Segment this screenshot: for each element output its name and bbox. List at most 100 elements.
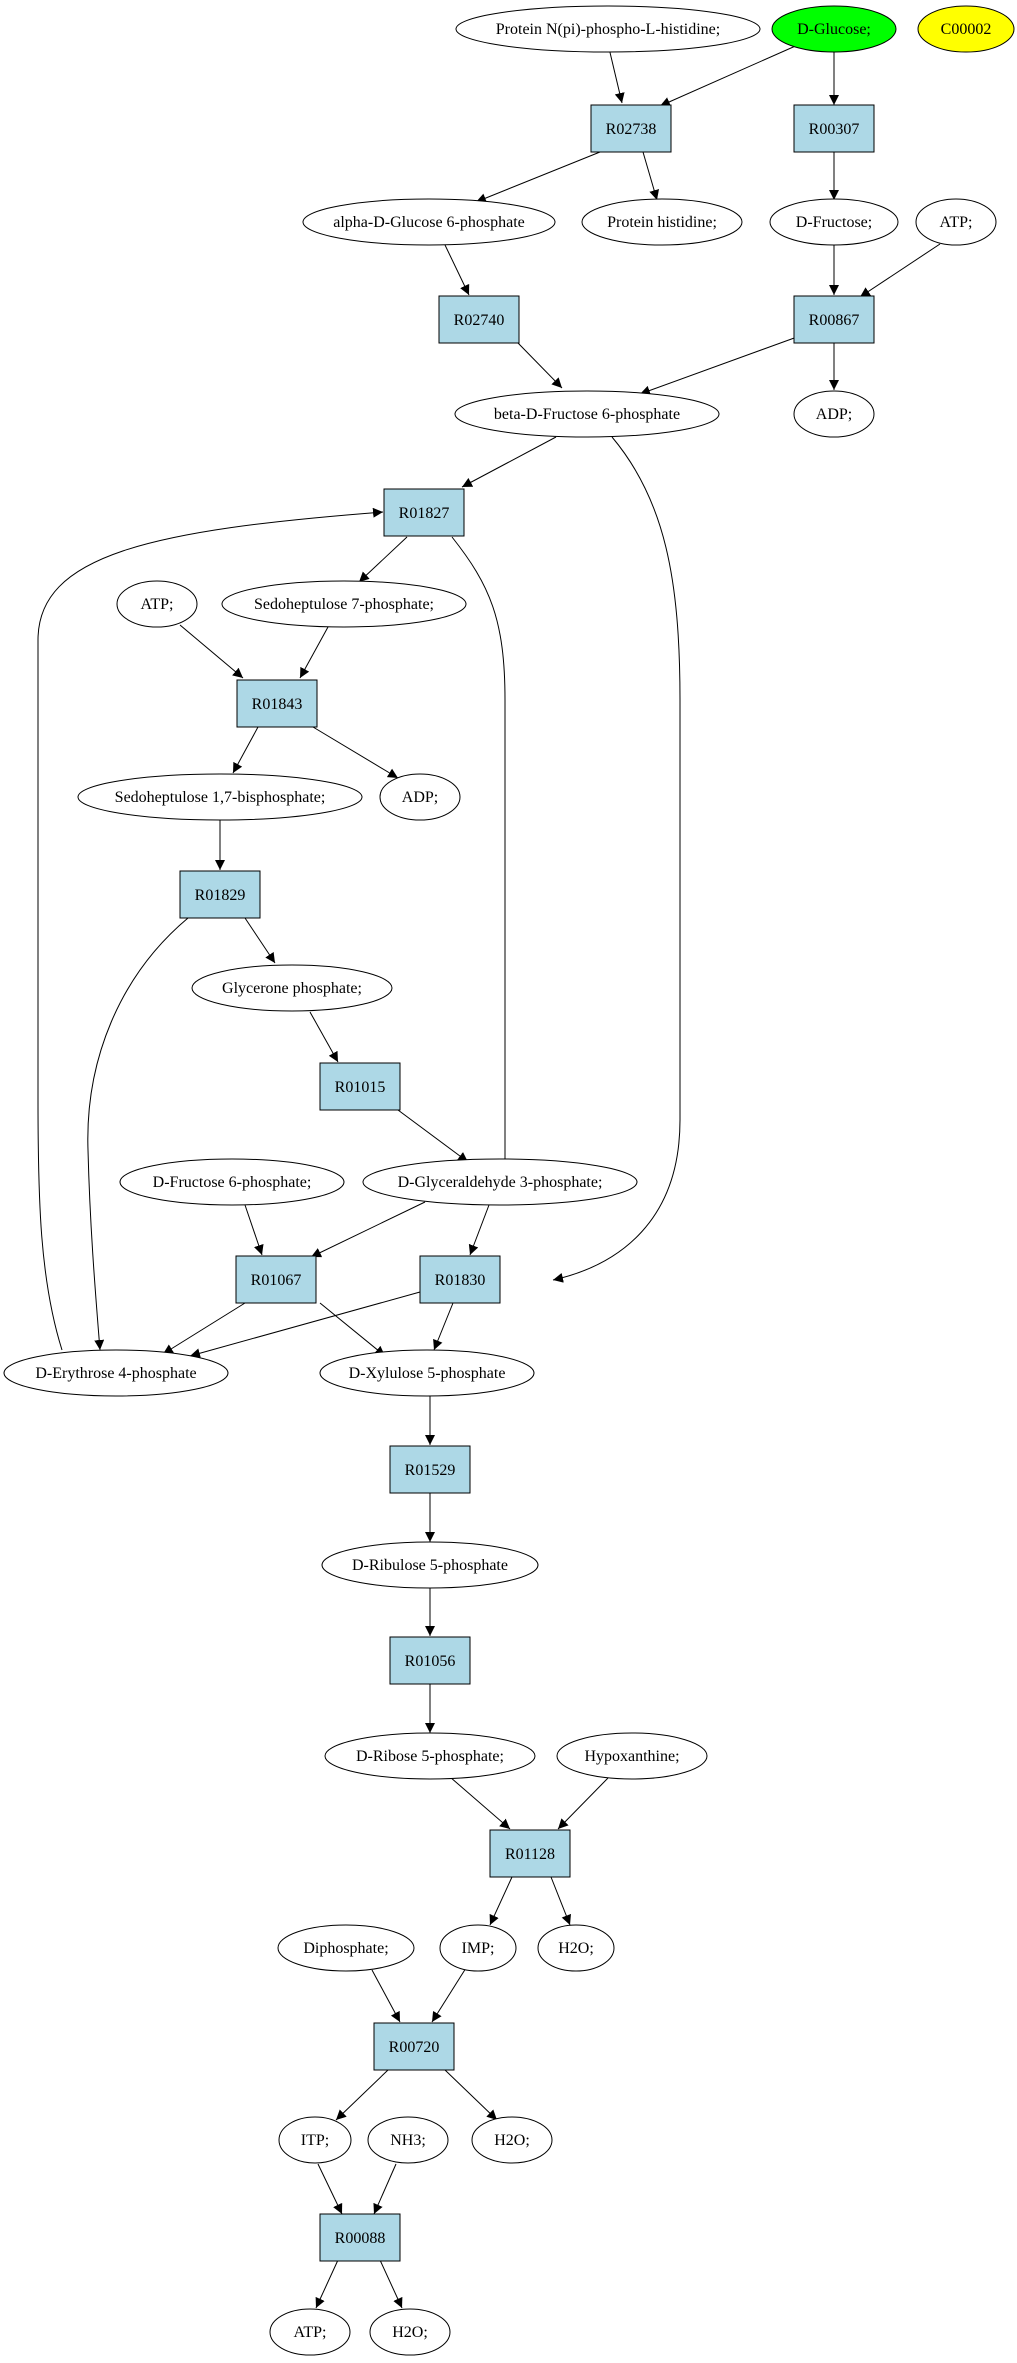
compound-d-fructose[interactable]: D-Fructose; [769,198,899,246]
reaction-label: R01843 [252,696,303,713]
compound-g3p[interactable]: D-Glyceraldehyde 3-phosphate; [362,1158,638,1206]
reaction-R01843[interactable]: R01843 [236,679,318,728]
edge-glycerone-to-R01015 [309,1011,339,1063]
reactions: R02738 R00307 R02740 R00867 R01827 R0184… [179,104,875,2262]
compound-imp[interactable]: IMP; [439,1924,517,1972]
compound-label: alpha-D-Glucose 6-phosphate [333,214,525,231]
reaction-label: R00088 [335,2230,386,2247]
edge-e4p-to-R01827 [37,507,384,1351]
compound-hypoxanthine[interactable]: Hypoxanthine; [556,1732,708,1780]
compound-sedo17bp[interactable]: Sedoheptulose 1,7-bisphosphate; [77,773,363,821]
edge-beta-f6p-to-R01830 [552,436,681,1283]
reaction-R02740[interactable]: R02740 [438,295,520,344]
edge-imp-to-R00720 [431,1967,467,2023]
edge-R01829-to-e4p [87,917,189,1351]
compound-label: ATP; [294,2324,327,2341]
compound-protein-npi[interactable]: Protein N(pi)-phospho-L-histidine; [455,5,761,53]
compound-label: H2O; [494,2132,530,2149]
compound-adp-mid[interactable]: ADP; [379,773,461,821]
reaction-R01067[interactable]: R01067 [235,1255,317,1304]
edge-hypoxanthine-to-R01128 [557,1777,609,1830]
compound-itp[interactable]: ITP; [278,2116,352,2164]
edge-d-f6p-to-R01067 [244,1204,264,1256]
compound-d-fructose-6-phosphate[interactable]: D-Fructose 6-phosphate; [119,1158,345,1206]
reaction-R01128[interactable]: R01128 [489,1829,571,1878]
reaction-R00088[interactable]: R00088 [319,2213,401,2262]
edge-R00720-to-itp [335,2069,389,2121]
reaction-R01529[interactable]: R01529 [389,1445,471,1494]
reaction-R00867[interactable]: R00867 [793,295,875,344]
edge-R01827-to-sedo7p [358,536,408,583]
reaction-label: R00867 [809,312,860,329]
compound-label: Hypoxanthine; [584,1748,679,1765]
compound-label: Sedoheptulose 1,7-bisphosphate; [115,789,326,806]
compound-beta-f6p[interactable]: beta-D-Fructose 6-phosphate [454,390,720,438]
edge-diphosphate-to-R00720 [371,1969,401,2023]
edge-R02740-to-beta-f6p [517,342,563,389]
compound-label: ADP; [402,789,438,806]
compound-ru5p[interactable]: D-Ribulose 5-phosphate [321,1541,539,1589]
reaction-R02738[interactable]: R02738 [590,104,672,153]
reaction-R00307[interactable]: R00307 [793,104,875,153]
edge-R01830-to-e4p [189,1291,421,1359]
compound-atp-mid[interactable]: ATP; [116,580,198,628]
compound-alpha-g6p[interactable]: alpha-D-Glucose 6-phosphate [302,198,556,246]
reaction-R01056[interactable]: R01056 [389,1636,471,1685]
compound-label: D-Fructose 6-phosphate; [153,1174,312,1191]
reaction-label: R01067 [251,1272,302,1289]
edge-R01827-to-g3p [451,536,510,1175]
compound-atp-top[interactable]: ATP; [915,198,997,246]
reaction-R01830[interactable]: R01830 [419,1255,501,1304]
compound-label: H2O; [392,2324,428,2341]
reaction-label: R00720 [389,2039,440,2056]
edge-sedo7p-to-R01843 [299,626,329,679]
edge-R01067-to-xu5p [319,1302,386,1357]
edge-g3p-to-R01067 [310,1201,426,1258]
reaction-R01829[interactable]: R01829 [179,870,261,919]
edge-R00088-to-h2o-3 [379,2259,403,2309]
compound-label: D-Fructose; [796,214,872,231]
compound-label: ADP; [816,406,852,423]
edge-g3p-to-R01830 [468,1204,490,1256]
edge-R01015-to-g3p [397,1109,469,1163]
edge-R02738-to-alpha-g6p [475,151,601,203]
compound-label: D-Glucose; [797,21,871,38]
compound-label: Glycerone phosphate; [222,980,362,997]
compound-h2o-3[interactable]: H2O; [369,2308,451,2356]
reaction-label: R01830 [435,1272,486,1289]
compound-label: D-Xylulose 5-phosphate [349,1365,506,1382]
edge-R01829-to-glycerone [244,917,276,964]
compound-nh3[interactable]: NH3; [367,2116,449,2164]
edge-r5p-to-R01128 [449,1776,511,1830]
compound-label: D-Ribose 5-phosphate; [356,1748,504,1765]
compound-glycerone-phosphate[interactable]: Glycerone phosphate; [191,964,393,1012]
edge-alpha-g6p-to-R02740 [444,244,470,296]
compound-h2o-1[interactable]: H2O; [537,1924,615,1972]
compound-atp-bottom[interactable]: ATP; [269,2308,351,2356]
compound-label: D-Ribulose 5-phosphate [352,1557,508,1574]
compound-e4p[interactable]: D-Erythrose 4-phosphate [3,1349,229,1397]
compound-xu5p[interactable]: D-Xylulose 5-phosphate [319,1349,535,1397]
compound-d-glucose[interactable]: D-Glucose; [771,5,897,53]
edges [37,43,941,2309]
reaction-R01015[interactable]: R01015 [319,1062,401,1111]
compound-adp-top[interactable]: ADP; [793,390,875,438]
reaction-R01827[interactable]: R01827 [383,488,465,537]
edge-R01830-to-xu5p [433,1302,454,1351]
edge-beta-f6p-to-R01827 [461,436,557,488]
compound-c00002[interactable]: C00002 [917,5,1015,53]
edge-protein-npi-to-R02738 [607,43,625,104]
reaction-R00720[interactable]: R00720 [373,2022,455,2071]
reaction-label: R01829 [195,887,246,904]
reaction-label: R01128 [505,1846,555,1863]
compound-diphosphate[interactable]: Diphosphate; [277,1924,415,1972]
compound-label: ATP; [940,214,973,231]
edge-R02738-to-protein-histidine [642,151,659,201]
compound-protein-histidine[interactable]: Protein histidine; [581,198,743,246]
edge-R01843-to-sedo17bp [232,726,259,774]
edge-R01128-to-h2o-1 [550,1876,571,1926]
compound-h2o-2[interactable]: H2O; [471,2116,553,2164]
compound-r5p[interactable]: D-Ribose 5-phosphate; [324,1732,536,1780]
compound-sedo7p[interactable]: Sedoheptulose 7-phosphate; [221,580,467,628]
